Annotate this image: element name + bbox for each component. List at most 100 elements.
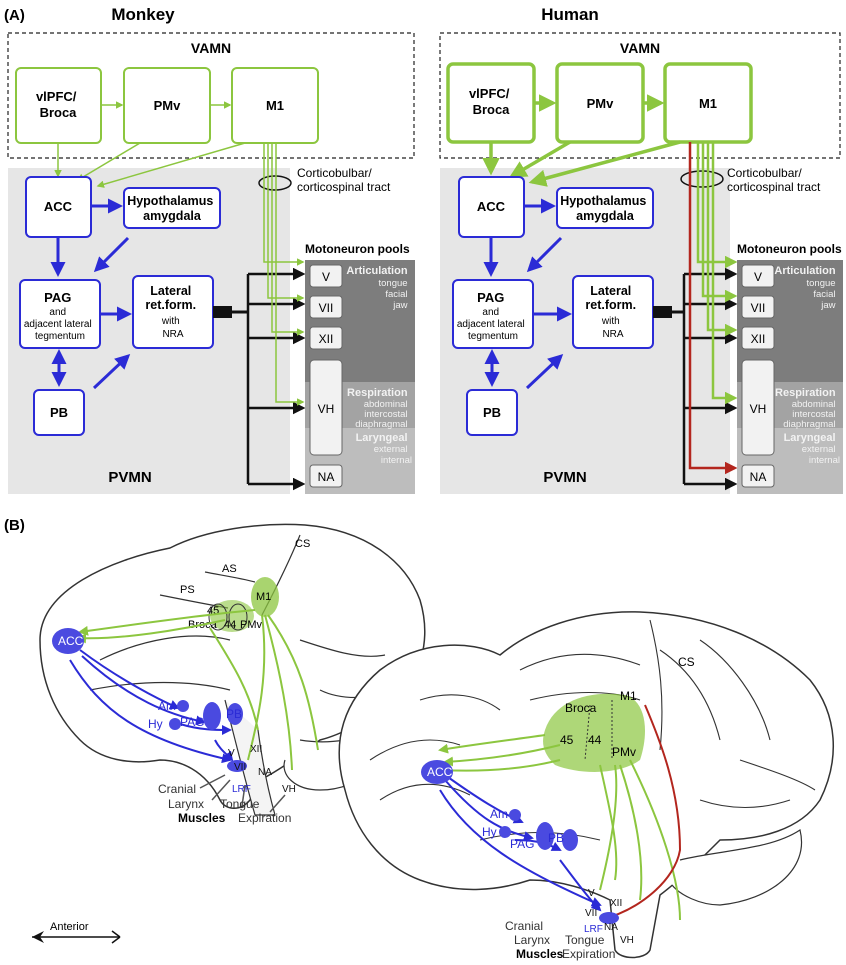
monkey-am: Am: [158, 699, 176, 713]
monkey-respiration-3: diaphragmal: [355, 419, 407, 430]
monkey-pools-title: Motoneuron pools: [305, 242, 410, 256]
svg-text:PAG and adjacent l: PAG and adjacent lateral tegmentum: [24, 289, 96, 342]
svg-text:Hypothalamus amygdala: Hypothalamus amygdala: [127, 194, 217, 223]
monkey-nucleus-vii: VII: [234, 762, 246, 773]
monkey-articulation-1: tongue: [378, 278, 407, 289]
human-tract-line2: corticospinal tract: [727, 180, 821, 194]
human-pb-label: PB: [483, 405, 501, 420]
human-laryngeal-1: external: [802, 444, 836, 455]
svg-text:CS Broca M1: CS Broca M1 45 44 PMv: [560, 655, 698, 759]
monkey-lrf-line3: with: [161, 316, 180, 327]
human-articulation-2: facial: [813, 289, 835, 300]
human-respiration-title: Respiration: [775, 387, 836, 399]
monkey-vamn-box: [7, 32, 415, 159]
monkey-sulcus-ps: PS: [180, 584, 195, 596]
monkey-pag-line3: adjacent lateral: [24, 319, 92, 330]
monkey-vamn-label: VAMN: [191, 40, 231, 56]
monkey-muscle-expiration: Expiration: [238, 811, 291, 825]
monkey-pvmn-label: PVMN: [108, 469, 151, 486]
monkey-pb-box: [33, 389, 85, 436]
human-tract-line1: Corticobulbar/: [727, 166, 802, 180]
monkey-pool-vii: [309, 295, 343, 319]
monkey-laryngeal-1: external: [374, 444, 408, 455]
monkey-articulation-title: Articulation: [346, 265, 407, 277]
human-pag-line1: PAG: [477, 290, 504, 305]
human-pool-vii: [741, 295, 775, 319]
human-lrf-line3: with: [601, 316, 620, 327]
monkey-tract-line2: corticospinal tract: [297, 180, 391, 194]
monkey-lrf-line2: ret.form.: [145, 298, 196, 312]
monkey-pool-xii: [309, 326, 343, 350]
svg-text:Corticobulbar/ corticosp: Corticobulbar/ corticospinal tract: [727, 166, 821, 194]
monkey-pool-na-label: NA: [318, 470, 335, 484]
panel-a-label: (A): [4, 7, 25, 24]
human-area-m1: M1: [620, 689, 637, 703]
human-vamn-label: VAMN: [620, 40, 660, 56]
human-brain: CS Broca M1 45 44 PMv: [338, 611, 835, 961]
monkey-tract-ring: [258, 175, 292, 191]
human-nucleus-lrf: LRF: [584, 924, 603, 935]
monkey-pb: PB: [226, 707, 242, 721]
monkey-pb-label: PB: [50, 405, 68, 420]
human-nucleus-na: NA: [604, 922, 618, 933]
monkey-vlpfc-line1: vlPFC/: [36, 89, 77, 104]
human-pool-vh-label: VH: [750, 402, 767, 416]
human-pool-xii: [741, 326, 775, 350]
human-articulation-3: jaw: [820, 300, 835, 311]
human-pag-line3: adjacent lateral: [457, 319, 525, 330]
human-muscle-tongue: Tongue: [565, 933, 605, 947]
monkey-respiration-1: abdominal: [364, 399, 408, 410]
monkey-respiration-2: intercostal: [364, 409, 407, 420]
monkey-pag-line1: PAG: [44, 290, 71, 305]
monkey-pool-v-label: V: [322, 270, 330, 284]
monkey-muscle-larynx: Larynx: [168, 797, 204, 811]
svg-text:ACC Am Hy PA: ACC Am Hy PAG PB: [58, 634, 242, 731]
human-vlpfc-line2: Broca: [473, 102, 511, 117]
monkey-acc: ACC: [58, 634, 84, 648]
human-hyp-box: [556, 187, 654, 229]
human-nucleus-vh: VH: [620, 935, 634, 946]
human-title: Human: [541, 5, 599, 24]
human-area-pmv: PMv: [612, 745, 636, 759]
monkey-area-m1: M1: [256, 591, 271, 603]
monkey-nucleus-lrf: LRF: [232, 784, 251, 795]
monkey-diagram: Monkey VAMN vlPFC/ Broca PMv M1 ACC Hypo…: [7, 5, 415, 494]
svg-text:V VII XII NA: V VII XII NA LRF VH: [584, 888, 634, 946]
monkey-pool-xii-label: XII: [319, 332, 334, 346]
monkey-lrf-line1: Lateral: [150, 284, 191, 298]
human-acc-label: ACC: [477, 199, 506, 214]
human-pb-box: [466, 389, 518, 436]
human-lrf-line1: Lateral: [590, 284, 631, 298]
monkey-acc-label: ACC: [44, 199, 73, 214]
svg-text:Corticobulbar/ corticosp: Corticobulbar/ corticospinal tract: [297, 166, 391, 194]
human-acc: ACC: [427, 765, 453, 779]
human-laryngeal-2: internal: [809, 455, 840, 466]
svg-text:Lateral ret.form.: Lateral ret.form. with NRA: [145, 282, 200, 340]
monkey-muscles-title: Muscles: [178, 811, 226, 825]
svg-text:Articulation tongue: Articulation tongue facial jaw Respirati…: [346, 261, 412, 466]
human-area-44: 44: [588, 733, 602, 747]
human-respiration-2: intercostal: [792, 409, 835, 420]
human-pag-line2: and: [482, 307, 499, 318]
human-muscle-expiration: Expiration: [562, 947, 615, 961]
monkey-pag-line4: tegmentum: [35, 331, 85, 342]
human-pb: PB: [548, 831, 564, 845]
human-pools-title: Motoneuron pools: [737, 242, 842, 256]
monkey-muscle-tongue: Tongue: [220, 797, 260, 811]
human-pool-v: [741, 264, 775, 288]
svg-text:Hypothalamus amygdala: Hypothalamus amygdala: [560, 194, 650, 223]
human-pag-line4: tegmentum: [468, 331, 518, 342]
human-articulation-1: tongue: [806, 278, 835, 289]
human-hy: Hy: [482, 825, 497, 839]
svg-text:Articulation tongue: Articulation tongue facial jaw Respirati…: [774, 261, 840, 466]
human-pool-vh: [741, 359, 775, 456]
human-respiration-1: abdominal: [792, 399, 836, 410]
monkey-muscle-cranial: Cranial: [158, 782, 196, 796]
monkey-hyp-line2: amygdala: [143, 209, 202, 223]
monkey-pag: PAG: [180, 715, 204, 729]
svg-text:ACC Am Hy PA: ACC Am Hy PAG PB: [427, 765, 564, 851]
monkey-lrf-line4: NRA: [162, 329, 183, 340]
monkey-m1-label: M1: [266, 98, 284, 113]
human-nucleus-vii: VII: [585, 908, 597, 919]
